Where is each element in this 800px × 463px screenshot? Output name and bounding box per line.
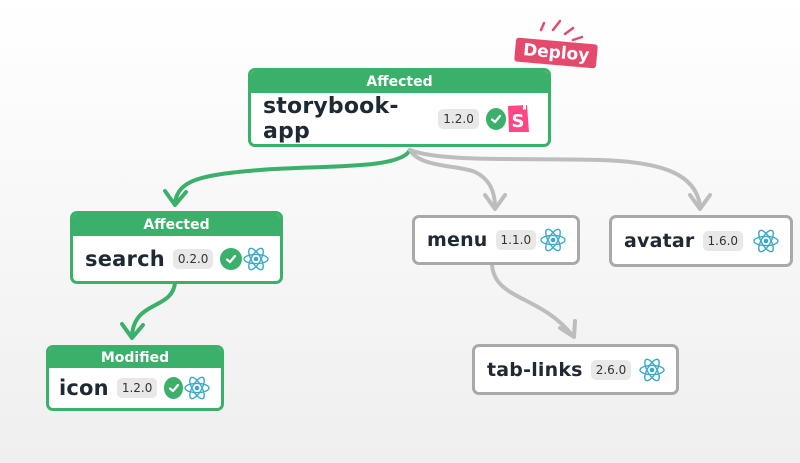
package-name: search bbox=[85, 246, 165, 271]
node-tab-links[interactable]: tab-links 2.6.0 bbox=[472, 344, 679, 395]
version-badge: 2.6.0 bbox=[590, 359, 632, 380]
edge-search-to-icon bbox=[130, 281, 177, 337]
react-icon bbox=[539, 226, 567, 254]
storybook-icon: S bbox=[506, 104, 532, 134]
arrowhead-icon bbox=[120, 322, 145, 340]
edge-storybook-to-menu bbox=[408, 148, 497, 209]
react-icon bbox=[752, 227, 780, 255]
status-label: Affected bbox=[251, 71, 548, 93]
status-label: Modified bbox=[49, 348, 221, 368]
node-search[interactable]: Affected search 0.2.0 bbox=[70, 211, 283, 284]
package-name: tab-links bbox=[487, 358, 583, 381]
arrowhead-search bbox=[163, 189, 188, 207]
status-label: Affected bbox=[73, 214, 280, 236]
check-icon bbox=[164, 377, 183, 399]
node-avatar[interactable]: avatar 1.6.0 bbox=[609, 215, 793, 267]
edge-storybook-to-search bbox=[173, 148, 412, 205]
arrowhead-menu bbox=[483, 193, 507, 211]
package-name: icon bbox=[59, 376, 109, 400]
check-icon bbox=[485, 107, 506, 130]
version-badge: 1.6.0 bbox=[702, 231, 744, 251]
node-storybook-app[interactable]: Affected storybook-app 1.2.0 S bbox=[248, 68, 551, 147]
react-icon bbox=[242, 245, 270, 273]
svg-text:S: S bbox=[512, 111, 525, 132]
version-badge: 1.2.0 bbox=[438, 108, 479, 129]
check-icon bbox=[220, 247, 242, 270]
version-badge: 1.2.0 bbox=[116, 378, 158, 398]
node-menu[interactable]: menu 1.1.0 bbox=[412, 215, 580, 265]
edge-storybook-to-avatar bbox=[408, 148, 702, 207]
package-name: storybook-app bbox=[263, 93, 399, 144]
package-name: menu bbox=[427, 229, 488, 251]
arrowhead-avatar bbox=[688, 193, 712, 211]
arrowhead-tablinks bbox=[558, 319, 577, 339]
version-badge: 1.1.0 bbox=[495, 230, 537, 250]
react-icon bbox=[638, 356, 666, 384]
react-icon bbox=[183, 374, 211, 402]
edge-menu-to-tablinks bbox=[490, 263, 574, 337]
version-badge: 0.2.0 bbox=[172, 248, 214, 269]
package-name: avatar bbox=[624, 230, 695, 252]
node-icon[interactable]: Modified icon 1.2.0 bbox=[46, 345, 224, 411]
